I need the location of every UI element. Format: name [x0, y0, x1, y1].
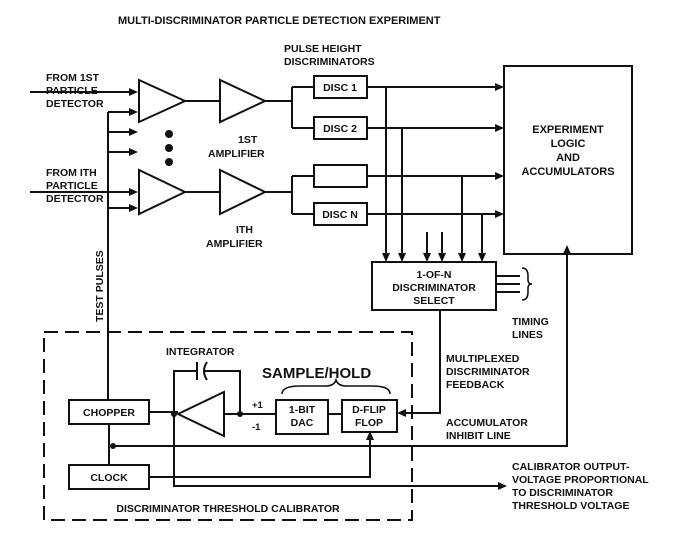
svg-text:DISC 2: DISC 2 — [323, 123, 357, 135]
plus-one-label: +1 — [252, 400, 264, 411]
svg-text:EXPERIMENT: EXPERIMENT — [532, 124, 604, 136]
svg-text:D-FLIP: D-FLIP — [352, 404, 386, 416]
disc-blank-block — [313, 164, 368, 188]
amplifier-ith-label: ITH AMPLIFIER — [206, 224, 263, 250]
svg-text:ACCUMULATORS: ACCUMULATORS — [521, 166, 614, 178]
svg-text:DISCRIMINATORS: DISCRIMINATORS — [284, 56, 375, 68]
discriminator-select-block: 1-OF-N DISCRIMINATOR SELECT — [371, 261, 497, 311]
svg-text:DETECTOR: DETECTOR — [46, 98, 104, 110]
experiment-logic-block: EXPERIMENT LOGIC AND ACCUMULATORS — [503, 65, 633, 255]
svg-text:DISC 1: DISC 1 — [323, 82, 357, 94]
disc-1-block: DISC 1 — [313, 75, 368, 99]
svg-text:DETECTOR: DETECTOR — [46, 193, 104, 205]
disc-n-block: DISC N — [313, 202, 368, 226]
sample-hold-brace — [281, 377, 391, 395]
svg-text:AND: AND — [556, 152, 580, 164]
svg-text:TIMING: TIMING — [512, 316, 549, 328]
preamp-i-triangle — [138, 168, 188, 216]
svg-text:VOLTAGE PROPORTIONAL: VOLTAGE PROPORTIONAL — [512, 474, 649, 486]
d-flip-flop-block: D-FLIP FLOP — [341, 399, 398, 433]
svg-text:FROM ITH: FROM ITH — [46, 167, 97, 179]
svg-text:FEEDBACK: FEEDBACK — [446, 379, 505, 391]
pulse-height-discriminators-label: PULSE HEIGHT DISCRIMINATORS — [284, 43, 375, 68]
ellipsis-dot — [165, 144, 173, 152]
svg-text:PARTICLE: PARTICLE — [46, 180, 98, 192]
svg-text:AMPLIFIER: AMPLIFIER — [208, 148, 265, 160]
svg-text:FLOP: FLOP — [355, 417, 383, 429]
svg-text:SELECT: SELECT — [413, 295, 455, 307]
amplifier-ith-triangle — [219, 168, 268, 216]
svg-text:INHIBIT LINE: INHIBIT LINE — [446, 430, 511, 442]
multiplexed-feedback-label: MULTIPLEXED DISCRIMINATOR FEEDBACK — [446, 353, 530, 391]
clock-block: CLOCK — [68, 464, 150, 490]
from-ith-detector-label: FROM ITH PARTICLE DETECTOR — [46, 167, 104, 205]
svg-text:CHOPPER: CHOPPER — [83, 407, 135, 419]
svg-text:DISCRIMINATOR: DISCRIMINATOR — [392, 282, 476, 294]
timing-lines-brace — [521, 267, 533, 301]
svg-text:1-OF-N: 1-OF-N — [417, 269, 452, 281]
accumulator-inhibit-label: ACCUMULATOR INHIBIT LINE — [446, 417, 528, 442]
calibrator-caption: DISCRIMINATOR THRESHOLD CALIBRATOR — [116, 503, 340, 515]
amplifier-1st-triangle — [219, 78, 268, 124]
svg-text:CALIBRATOR OUTPUT-: CALIBRATOR OUTPUT- — [512, 461, 630, 473]
svg-text:LINES: LINES — [512, 329, 543, 341]
integrator-label: INTEGRATOR — [166, 346, 235, 358]
timing-lines-label: TIMING LINES — [512, 316, 549, 341]
svg-text:DISC N: DISC N — [322, 209, 358, 221]
one-bit-dac-block: 1-BIT DAC — [275, 399, 329, 435]
ellipsis-dot — [165, 158, 173, 166]
test-pulses-label: TEST PULSES — [94, 250, 106, 322]
integrator-triangle — [175, 390, 225, 438]
preamp-1-triangle — [138, 78, 188, 124]
sample-hold-label: SAMPLE/HOLD — [262, 365, 371, 382]
svg-text:PULSE HEIGHT: PULSE HEIGHT — [284, 43, 362, 55]
svg-text:ACCUMULATOR: ACCUMULATOR — [446, 417, 528, 429]
calibrator-output-label: CALIBRATOR OUTPUT- VOLTAGE PROPORTIONAL … — [512, 461, 649, 512]
chopper-block: CHOPPER — [68, 399, 150, 425]
from-1st-detector-label: FROM 1ST PARTICLE DETECTOR — [46, 72, 104, 110]
svg-text:LOGIC: LOGIC — [551, 138, 586, 150]
diagram-title: MULTI-DISCRIMINATOR PARTICLE DETECTION E… — [118, 15, 441, 27]
svg-text:FROM 1ST: FROM 1ST — [46, 72, 100, 84]
svg-text:CLOCK: CLOCK — [90, 472, 128, 484]
svg-text:1ST: 1ST — [238, 134, 258, 146]
minus-one-label: -1 — [252, 422, 261, 433]
svg-text:DISCRIMINATOR: DISCRIMINATOR — [446, 366, 530, 378]
svg-text:1-BIT: 1-BIT — [289, 404, 316, 416]
svg-text:MULTIPLEXED: MULTIPLEXED — [446, 353, 520, 365]
calibrator-enclosure — [43, 331, 413, 521]
amplifier-1st-label: 1ST AMPLIFIER — [208, 134, 265, 160]
svg-text:TO DISCRIMINATOR: TO DISCRIMINATOR — [512, 487, 613, 499]
disc-2-block: DISC 2 — [313, 116, 368, 140]
svg-text:ITH: ITH — [236, 224, 253, 236]
svg-text:THRESHOLD VOLTAGE: THRESHOLD VOLTAGE — [512, 500, 629, 512]
ellipsis-dot — [165, 130, 173, 138]
svg-text:DAC: DAC — [291, 417, 314, 429]
svg-text:AMPLIFIER: AMPLIFIER — [206, 238, 263, 250]
